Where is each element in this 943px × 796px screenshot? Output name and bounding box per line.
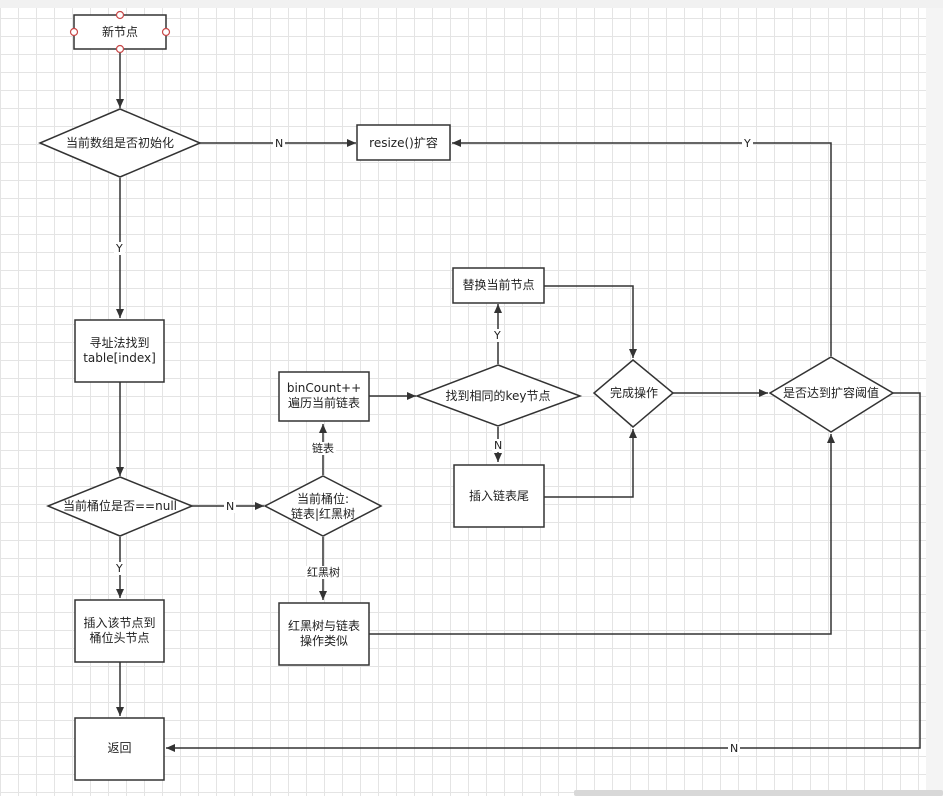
label-new-node: 新节点: [101, 25, 138, 39]
label-is-initialized: 当前数组是否初始化: [65, 136, 174, 150]
handle-right[interactable]: [161, 27, 171, 37]
node-insert-head[interactable]: [74, 599, 165, 663]
handle-bottom[interactable]: [115, 44, 125, 54]
edge-label-key-yes: Y: [492, 329, 503, 342]
node-insert-tail[interactable]: [453, 464, 545, 528]
edge-threshold-to-return: [166, 392, 921, 752]
label-same-key: 找到相同的key节点: [445, 389, 551, 403]
edge-threshold-to-resize: [452, 139, 832, 356]
node-same-key[interactable]: [414, 364, 583, 427]
edge-label-null-yes: Y: [114, 562, 125, 575]
edge-label-key-no: N: [492, 439, 505, 452]
label-replace: 替换当前节点: [462, 278, 535, 292]
node-find-index[interactable]: [74, 319, 165, 383]
node-replace[interactable]: [452, 267, 545, 304]
node-tree-ops[interactable]: [278, 602, 370, 666]
label-tree-ops: 红黑树与链表 操作类似: [287, 619, 360, 648]
label-bincount: binCount++ 遍历当前链表: [286, 381, 362, 410]
edge-label-tree: 红黑树: [305, 566, 342, 579]
label-done: 完成操作: [609, 386, 658, 400]
edge-label-list: 链表: [310, 442, 336, 455]
node-done[interactable]: [592, 359, 675, 428]
label-resize: resize()扩容: [369, 136, 438, 150]
label-insert-head: 插入该节点到 桶位头节点: [83, 616, 156, 645]
edge-tree-to-threshold: [369, 434, 835, 635]
handle-top[interactable]: [115, 10, 125, 20]
edge-label-init-yes: Y: [114, 242, 125, 255]
edge-label-init-no: N: [273, 137, 286, 150]
label-bucket-null: 当前桶位是否==null: [63, 499, 177, 513]
node-bucket-null[interactable]: [46, 476, 194, 537]
canvas-top-edge: [0, 0, 943, 8]
label-return: 返回: [107, 741, 132, 755]
node-return[interactable]: [74, 717, 165, 781]
horizontal-scrollbar[interactable]: [574, 790, 943, 796]
edge-tail-to-done: [544, 429, 637, 498]
label-insert-tail: 插入链表尾: [468, 489, 529, 503]
edge-label-threshold-yes: Y: [742, 137, 753, 150]
canvas-right-edge: [926, 8, 943, 796]
node-bucket-type[interactable]: [263, 475, 383, 537]
node-threshold[interactable]: [768, 356, 895, 433]
label-find-index: 寻址法找到 table[index]: [83, 336, 156, 365]
node-bincount[interactable]: [278, 371, 370, 422]
handle-left[interactable]: [69, 27, 79, 37]
label-threshold: 是否达到扩容阈值: [782, 386, 879, 400]
label-bucket-type: 当前桶位: 链表|红黑树: [290, 492, 356, 521]
node-resize[interactable]: [356, 124, 451, 161]
node-is-initialized[interactable]: [38, 108, 202, 178]
edge-label-threshold-no: N: [728, 742, 741, 755]
edge-label-null-no: N: [224, 500, 237, 513]
edge-replace-to-done: [544, 285, 637, 358]
